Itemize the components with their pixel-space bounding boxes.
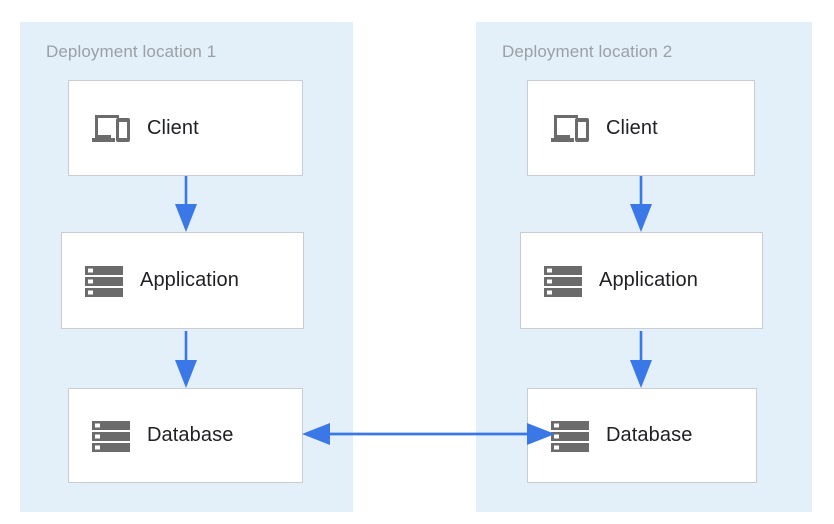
node-database-1-label: Database (147, 424, 234, 446)
server-icon (541, 259, 585, 303)
deployment-zone-1: Deployment location 1 Client (20, 22, 353, 512)
node-database-2[interactable]: Database (527, 388, 757, 483)
server-icon (89, 414, 133, 458)
node-application-2[interactable]: Application (520, 232, 763, 329)
node-client-2[interactable]: Client (527, 80, 755, 176)
node-client-1-label: Client (147, 116, 199, 139)
deployment-zone-2: Deployment location 2 Client (476, 22, 812, 512)
devices-icon (548, 106, 592, 150)
node-application-1[interactable]: Application (61, 232, 304, 329)
server-icon (82, 259, 126, 303)
zone-2-label: Deployment location 2 (502, 42, 673, 61)
node-client-2-label: Client (606, 116, 658, 139)
node-application-2-label: Application (599, 269, 698, 291)
node-client-1[interactable]: Client (68, 80, 303, 176)
node-database-2-label: Database (606, 424, 693, 446)
node-application-1-label: Application (140, 269, 239, 291)
zone-1-label: Deployment location 1 (46, 42, 217, 61)
server-icon (548, 414, 592, 458)
devices-icon (89, 106, 133, 150)
node-database-1[interactable]: Database (68, 388, 303, 483)
